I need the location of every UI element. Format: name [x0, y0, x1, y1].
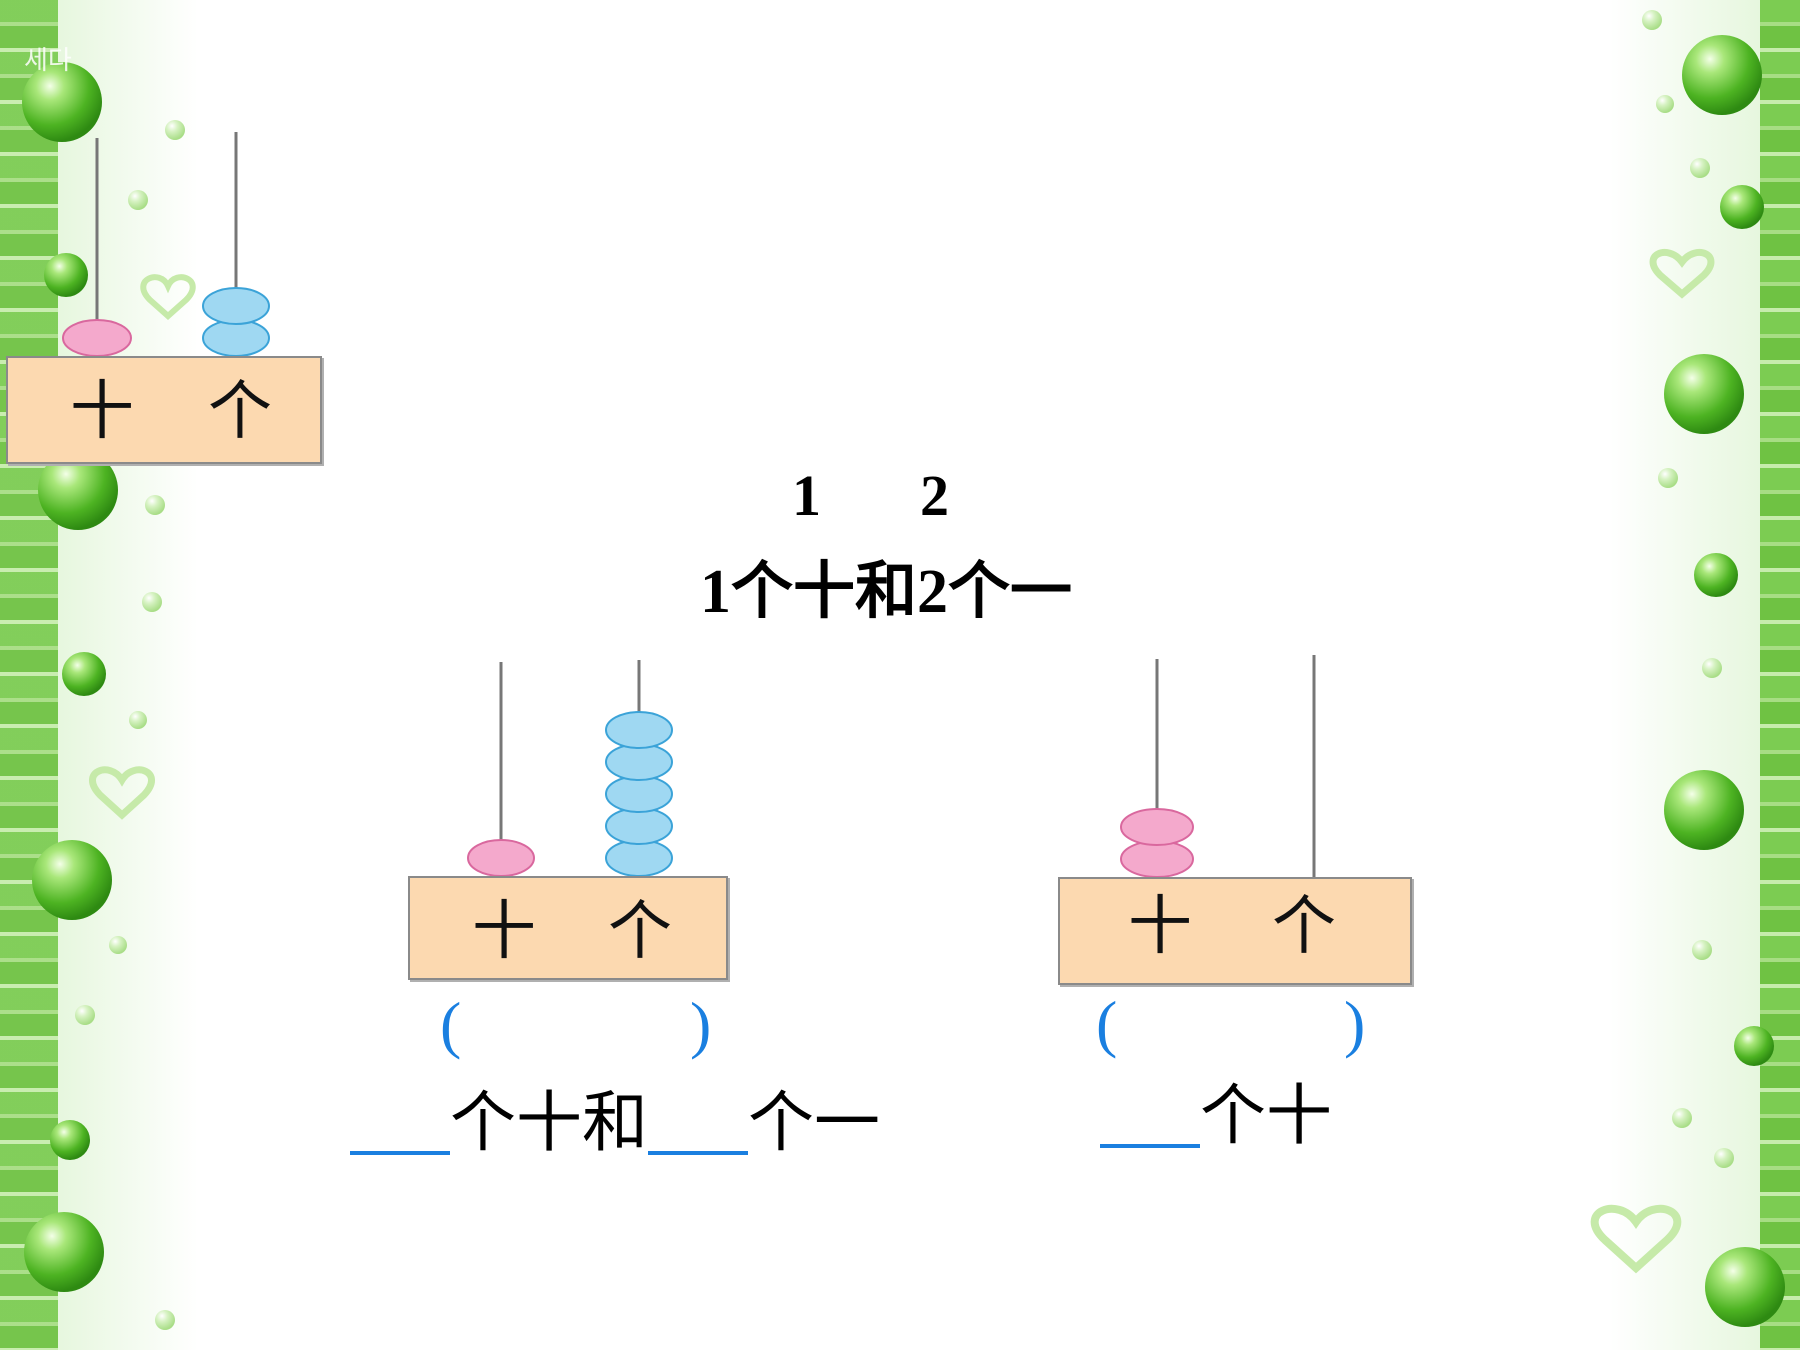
ones-bead: [605, 743, 673, 781]
answer-paren-close: ): [1344, 988, 1366, 1059]
abacus-rods: [62, 132, 270, 358]
answer-paren-close: ): [690, 989, 712, 1060]
exercise-right-abacus: 十 个: [1058, 655, 1414, 987]
tens-beads: [467, 839, 535, 877]
ones-bead: [605, 775, 673, 813]
answer-blank-ones[interactable]: [648, 1143, 748, 1155]
right-decorative-border: [1760, 0, 1800, 1350]
answer-blank-tens[interactable]: [1100, 1136, 1200, 1148]
ones-label: 个: [1272, 890, 1336, 964]
fill-text-ones: 个一: [748, 1084, 880, 1161]
ones-beads: [605, 711, 673, 877]
ones-bead: [605, 839, 673, 877]
tens-beads: [62, 319, 132, 357]
fill-text-tens: 个十和: [450, 1084, 648, 1161]
tens-beads: [1120, 808, 1194, 878]
abacus-base: 十 个: [408, 876, 728, 980]
corner-mark: 세다: [24, 46, 72, 76]
tens-label: 十: [1128, 890, 1192, 964]
abacus-rods: [467, 660, 673, 878]
tens-bead: [467, 839, 535, 877]
ones-bead: [605, 711, 673, 749]
abacus-rods: [1120, 655, 1316, 879]
right-border-fade: [1610, 0, 1760, 1350]
answer-blank-tens[interactable]: [350, 1143, 450, 1155]
ones-bead: [605, 807, 673, 845]
ones-digit: 2: [920, 463, 949, 528]
fill-in-right: 个十: [1100, 1083, 1332, 1149]
abacus-base: 十 个: [1058, 877, 1412, 985]
abacus-base: 十 个: [6, 356, 322, 464]
tens-label: 十: [472, 895, 536, 969]
tens-bead: [1120, 840, 1194, 878]
ones-bead: [202, 287, 270, 325]
ones-beads: [202, 287, 270, 357]
tens-bead: [1120, 808, 1194, 846]
tens-label: 十: [70, 375, 134, 449]
tens-digit: 1: [792, 463, 821, 528]
example-abacus: 十 个: [4, 130, 324, 465]
fill-in-left: 个十和个一: [350, 1090, 880, 1156]
ones-bead: [202, 319, 270, 357]
answer-paren-open: (: [440, 989, 462, 1060]
tens-bead: [62, 319, 132, 357]
ones-label: 个: [208, 375, 272, 449]
fill-text-tens: 个十: [1200, 1077, 1332, 1154]
exercise-left-abacus: 十 个: [408, 660, 730, 980]
example-caption: 1个十和2个一: [700, 558, 1073, 626]
left-decorative-border: [0, 0, 58, 1350]
ones-label: 个: [608, 895, 672, 969]
answer-paren-open: (: [1096, 988, 1118, 1059]
